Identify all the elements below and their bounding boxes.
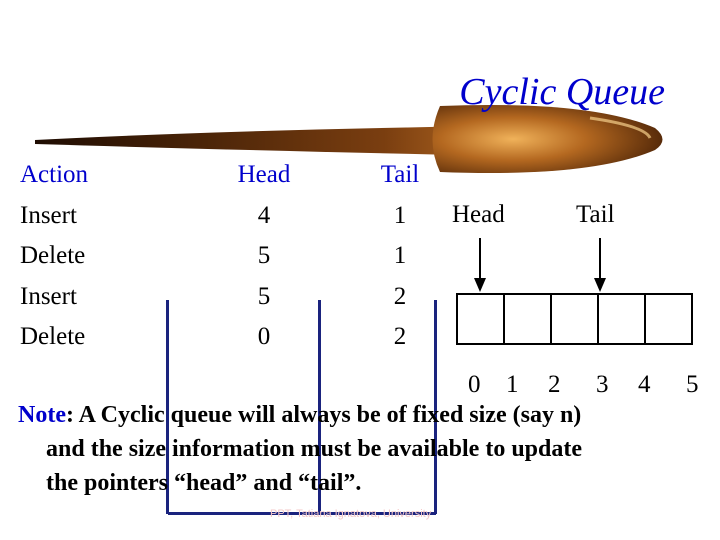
table-cell-head: 5 [224,277,304,318]
tail-pointer-label: Tail [576,200,615,230]
queue-array [456,293,693,345]
table-column-tail: Tail 1 1 2 2 [364,155,436,358]
head-arrow-icon [472,238,488,294]
table-column-action: Action Insert Delete Insert Delete [20,155,88,358]
table-cell-action: Delete [20,317,88,358]
array-index: 3 [596,370,609,400]
note-line-2: and the size information must be availab… [18,432,708,466]
note-paragraph: Note: A Cyclic queue will always be of f… [18,398,708,500]
array-index: 1 [506,370,519,400]
table-cell-tail: 2 [364,277,436,318]
table-cell-head: 5 [224,236,304,277]
slide-title: Cyclic Queue [380,68,665,116]
table-header-action: Action [20,155,88,196]
table-cell-action: Insert [20,277,88,318]
tail-arrow-icon [592,238,608,294]
table-header-head: Head [224,155,304,196]
table-cell-head: 0 [224,317,304,358]
note-line-1: Note: A Cyclic queue will always be of f… [18,398,708,432]
note-line-3: the pointers “head” and “tail”. [18,466,708,500]
note-line-1-text: : A Cyclic queue will always be of fixed… [66,402,581,428]
table-cell-tail: 1 [364,196,436,237]
queue-cell [503,293,552,345]
table-cell-tail: 2 [364,317,436,358]
queue-cell [644,293,693,345]
queue-cell [597,293,646,345]
slide-footer: PPT, Tatiana Ignatova, University [270,508,431,520]
array-index: 2 [548,370,561,400]
table-cell-action: Delete [20,236,88,277]
queue-cell [456,293,505,345]
head-pointer-label: Head [452,200,505,230]
array-index: 0 [468,370,481,400]
table-cell-head: 4 [224,196,304,237]
array-index: 5 [686,370,699,400]
queue-cell [550,293,599,345]
table-cell-action: Insert [20,196,88,237]
table-column-head: Head 4 5 5 0 [224,155,304,358]
table-header-tail: Tail [364,155,436,196]
table-cell-tail: 1 [364,236,436,277]
note-keyword: Note [18,402,66,428]
array-index: 4 [638,370,651,400]
